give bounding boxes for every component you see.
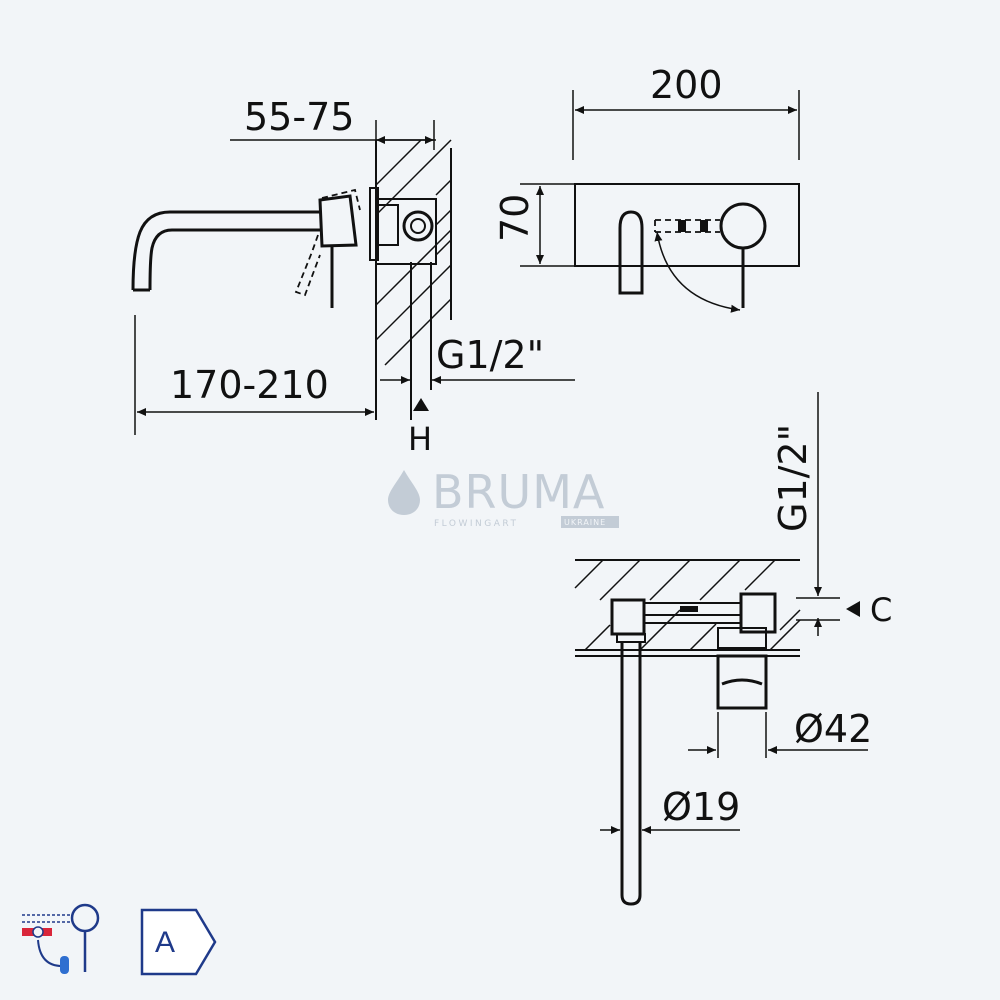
handle-dash-block-1 <box>678 220 686 232</box>
watermark-badge: UKRAINE <box>564 518 606 527</box>
watermark: BRUMA FLOWINGART UKRAINE <box>388 465 619 529</box>
handle-knob-top <box>716 654 768 710</box>
wall-top-hatch <box>574 559 801 657</box>
handle-top-dashed <box>321 188 361 211</box>
front-view: 200 70 <box>493 63 800 313</box>
spout-dimension-label: 170-210 <box>170 363 329 407</box>
clearance-marker-arrow-icon <box>846 601 860 617</box>
vertical-thread-label: G1/2" <box>771 424 815 532</box>
energy-class-label: A <box>155 926 175 959</box>
watermark-tagline: FLOWINGART <box>434 519 518 529</box>
height-marker-label: H <box>408 420 432 458</box>
spout-connector-top <box>610 598 646 636</box>
side-view: 55-75 170-210 G1/2" H <box>131 95 575 458</box>
handle-rotated-dashed <box>294 234 321 297</box>
spout-collar <box>616 633 646 643</box>
rotation-arc <box>654 231 741 313</box>
valve-connector-inner <box>410 218 426 234</box>
depth-dimension-label: 55-75 <box>244 95 354 139</box>
spout-upper-edge <box>131 210 320 291</box>
valve-connector-outer <box>402 210 434 242</box>
width-dimension-label: 200 <box>650 63 723 107</box>
spout-top <box>620 642 642 906</box>
body-slot <box>680 606 698 612</box>
top-view: G1/2" C Ø42 Ø19 <box>574 392 892 906</box>
handle-head <box>318 194 358 248</box>
watermark-brand: BRUMA <box>432 465 605 519</box>
height-dimension-label: 70 <box>493 194 537 242</box>
spout-front <box>618 210 644 295</box>
valve-flange <box>375 204 399 246</box>
spout-lower-edge <box>148 228 320 291</box>
wall-section-hatch <box>375 139 452 420</box>
clearance-marker-label: C <box>870 591 892 629</box>
valve-collar <box>717 627 767 649</box>
handle-knob-front <box>719 202 767 250</box>
water-drop-icon <box>388 470 420 515</box>
handle-rotated-dashed-front <box>654 219 720 233</box>
watermark-badge-background <box>561 516 619 528</box>
body-diameter-label: Ø42 <box>794 707 872 751</box>
spout-diameter-label: Ø19 <box>662 785 740 829</box>
energy-class-tag-icon: A <box>140 908 217 976</box>
valve-top <box>739 592 777 634</box>
body-bar-bottom <box>643 614 742 624</box>
height-marker-arrow-icon <box>413 398 429 411</box>
handle-dash-block-2 <box>700 220 708 232</box>
lever-mixer-hot-cold-icon <box>22 903 100 974</box>
wall-plate <box>369 187 379 261</box>
thread-side-label: G1/2" <box>436 333 544 377</box>
handle-knob-curve <box>721 678 763 686</box>
